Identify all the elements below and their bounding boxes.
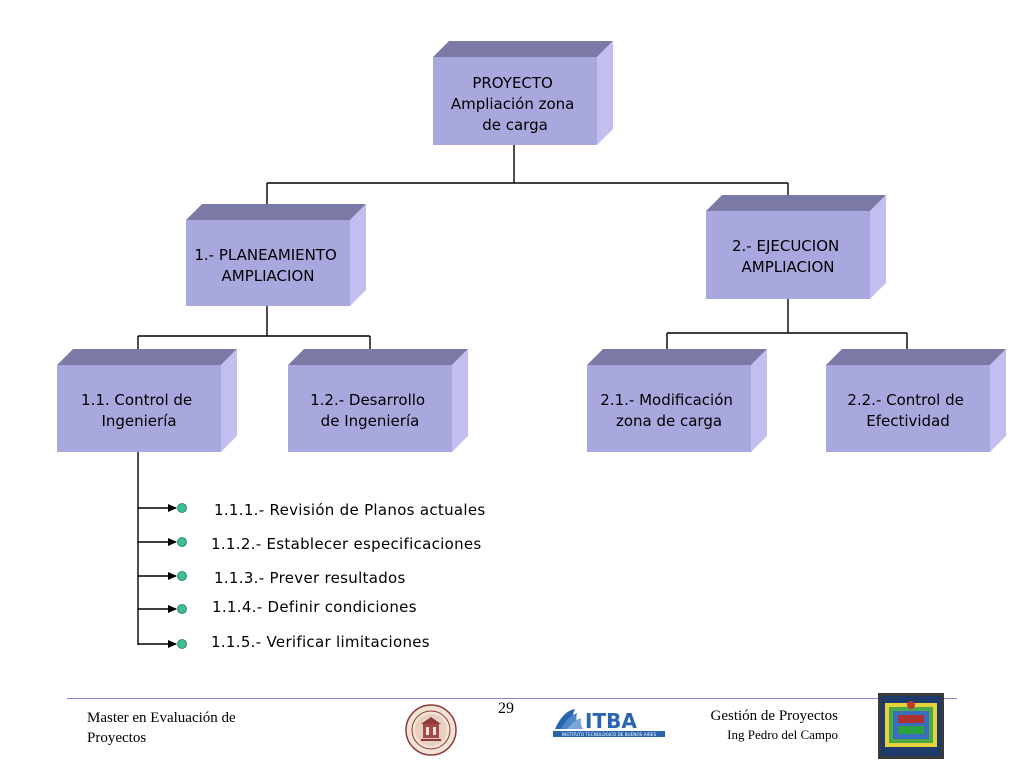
node-ejecucion-side <box>870 195 886 299</box>
node-desarrollo-ingenieria-front <box>288 365 452 452</box>
task-bullet-2 <box>177 537 187 547</box>
node-modificacion-zona: 2.1.- Modificación zona de carga <box>587 349 767 452</box>
task-item-2: 1.1.2.- Establecer especificaciones <box>211 535 482 553</box>
node-control-efectividad: 2.2.- Control de Efectividad <box>826 349 1006 452</box>
node-desarrollo-ingenieria-side <box>452 349 468 452</box>
university-seal-icon <box>405 704 457 756</box>
task-bullet-5 <box>177 639 187 649</box>
node-control-ingenieria-line-1: 1.1. Control de <box>81 391 192 409</box>
node-planeamiento-front <box>186 220 350 306</box>
task-bullet-1 <box>177 503 187 513</box>
node-proyecto-front <box>433 57 597 145</box>
svg-text:2.2.- Control de Efectiv: 2.2.- Control de Efectividad <box>847 391 968 430</box>
node-ejecucion-front <box>706 211 870 299</box>
itba-wordmark: ITBA <box>585 709 637 733</box>
node-ejecucion: 2.- EJECUCION AMPLIACION <box>706 195 886 299</box>
node-control-ingenieria-front <box>57 365 221 452</box>
footer-subject: Gestión de Proyectos Ing Pedro del Campo <box>660 707 838 743</box>
node-control-efectividad-side <box>990 349 1006 452</box>
page-number: 29 <box>498 700 514 717</box>
svg-text:2.- EJECUCION AMPLIACION: 2.- EJECUCION AMPLIACION <box>732 237 844 276</box>
course-thumbnail-icon <box>878 693 944 759</box>
footer-author: Ing Pedro del Campo <box>727 727 838 742</box>
svg-text:PROYECTO Ampliación zona: PROYECTO Ampliación zona de carga <box>451 74 579 134</box>
node-ejecucion-line-1: 2.- EJECUCION <box>732 237 839 255</box>
task-item-4: 1.1.4.- Definir condiciones <box>212 598 417 616</box>
node-modificacion-zona-side <box>751 349 767 452</box>
node-planeamiento-side <box>350 204 366 306</box>
node-control-ingenieria: 1.1. Control de Ingeniería <box>57 349 237 452</box>
node-proyecto: PROYECTO Ampliación zona de carga <box>433 41 613 145</box>
task-item-1: 1.1.1.- Revisión de Planos actuales <box>214 501 486 519</box>
footer-course-line-2: Proyectos <box>87 730 147 746</box>
node-planeamiento-top <box>186 204 366 220</box>
node-proyecto-side <box>597 41 613 145</box>
node-desarrollo-ingenieria-line-2: de Ingeniería <box>321 412 420 430</box>
node-control-ingenieria-line-2: Ingeniería <box>101 412 176 430</box>
task-bullet-3 <box>177 571 187 581</box>
node-proyecto-line-2: Ampliación zona <box>451 95 575 113</box>
node-control-efectividad-top <box>826 349 1006 365</box>
node-modificacion-zona-line-2: zona de carga <box>616 412 722 430</box>
svg-text:1.1. Control de Ingenier: 1.1. Control de Ingeniería <box>81 391 197 430</box>
svg-text:2.1.- Modificación zona: 2.1.- Modificación zona de carga <box>600 391 737 430</box>
node-control-efectividad-front <box>826 365 990 452</box>
footer-subject-line-1: Gestión de Proyectos <box>710 708 838 724</box>
node-ejecucion-line-2: AMPLIACION <box>742 258 835 276</box>
node-desarrollo-ingenieria-top <box>288 349 468 365</box>
node-planeamiento-line-2: AMPLIACION <box>222 267 315 285</box>
footer-divider <box>67 698 957 699</box>
svg-text:1.2.- Desarrollo de Inge: 1.2.- Desarrollo de Ingeniería <box>310 391 430 430</box>
node-modificacion-zona-line-1: 2.1.- Modificación <box>600 391 733 409</box>
task-bullets <box>177 503 187 649</box>
itba-subtitle: INSTITUTO TECNOLOGICO DE BUENOS AIRES <box>562 732 657 737</box>
itba-logo-icon: ITBA INSTITUTO TECNOLOGICO DE BUENOS AIR… <box>553 709 665 737</box>
connectors <box>134 145 911 648</box>
task-bullet-4 <box>177 604 187 614</box>
node-proyecto-top <box>433 41 613 57</box>
node-desarrollo-ingenieria-line-1: 1.2.- Desarrollo <box>310 391 425 409</box>
task-item-3: 1.1.3.- Prever resultados <box>214 569 406 587</box>
node-control-ingenieria-top <box>57 349 237 365</box>
node-modificacion-zona-front <box>587 365 751 452</box>
node-desarrollo-ingenieria: 1.2.- Desarrollo de Ingeniería <box>288 349 468 452</box>
node-control-efectividad-line-1: 2.2.- Control de <box>847 391 964 409</box>
node-control-ingenieria-side <box>221 349 237 452</box>
node-modificacion-zona-top <box>587 349 767 365</box>
node-planeamiento-line-1: 1.- PLANEAMIENTO <box>194 246 337 264</box>
task-item-5: 1.1.5.- Verificar limitaciones <box>211 633 430 651</box>
svg-text:1.- PLANEAMIENTO AMPLIAC: 1.- PLANEAMIENTO AMPLIACION <box>194 246 341 285</box>
node-proyecto-line-1: PROYECTO <box>472 74 553 92</box>
node-proyecto-line-3: de carga <box>482 116 548 134</box>
footer-course-line-1: Master en Evaluación de <box>87 710 236 726</box>
node-ejecucion-top <box>706 195 886 211</box>
node-planeamiento: 1.- PLANEAMIENTO AMPLIACION <box>186 204 366 306</box>
footer-course-title: Master en Evaluación de Proyectos <box>87 708 236 748</box>
node-control-efectividad-line-2: Efectividad <box>866 412 950 430</box>
